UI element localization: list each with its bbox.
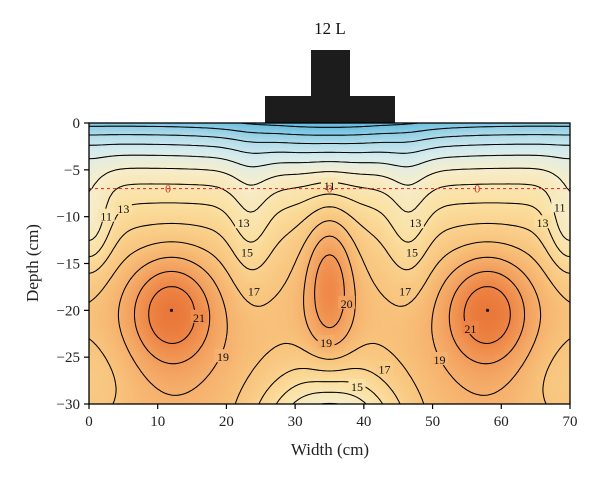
contour-label: 13 [537,216,549,230]
contour-line [89,167,570,404]
contour-line [89,220,570,404]
peak-marker [169,308,174,312]
contour-label: 11 [324,179,336,193]
contour-label-group: 11 11 13 11 13 13 13 15 15 17 17 20 21 21 19 19 19 17 15 17… [97,177,569,433]
y-tick-label: −10 [57,210,80,226]
contour-label-bg [214,349,232,363]
contour-label: 15 [351,380,363,394]
contour-label-bg [396,283,414,297]
contour-label: 19 [320,336,332,350]
contour-label-bg [321,177,338,191]
reference-label: 0 [474,182,480,196]
contour-line [148,286,511,345]
y-tick-label: −30 [57,397,80,413]
x-tick-label: 70 [563,414,578,430]
x-tick-label: 20 [219,414,234,430]
contour-label: 13 [117,202,129,216]
contour-label: 11 [100,210,112,224]
contour-label-bg [238,244,256,258]
contour-label: 20 [341,297,353,311]
contour-label-bg [235,215,253,229]
contour-label: 11 [554,200,566,214]
contour-label: 21 [193,311,205,325]
contour-label: 13 [324,419,336,433]
y-tick-label: −15 [57,257,80,273]
x-tick-label: 0 [85,414,93,430]
x-axis: 0 10 20 30 40 50 60 70 [85,404,578,430]
y-tick-label: 0 [73,116,81,132]
emitter-base [265,96,395,123]
contour-label-bg [97,208,115,222]
contour-line [117,235,542,396]
contour-line [89,125,570,136]
y-tick-label: −25 [57,350,80,366]
x-axis-title: Width (cm) [291,440,369,459]
contour-label-bg [523,398,541,404]
y-axis: 0 −5 −10 −15 −20 −25 −30 [57,116,89,413]
reference-label: 0 [327,182,333,196]
contour-line [133,254,526,365]
contour-label-bg [245,283,263,297]
contour-label: 17 [378,362,390,376]
contour-label-bg [461,321,479,335]
contour-label: 17 [399,285,411,299]
x-tick-label: 10 [150,414,165,430]
chart-title: 12 L [314,19,346,38]
contour-label: 17 [526,400,538,414]
plot-area: 11 11 13 11 13 13 13 15 15 17 17 20 21 21 19 19 19 17 15 17… [89,123,570,433]
contour-label-bg [551,199,569,213]
contour-label-bg [406,215,424,229]
contour-label-bg [375,361,393,375]
x-tick-label: 50 [425,414,440,430]
contour-label: 15 [406,245,418,259]
contour-line [89,134,570,145]
contour-label-bg [114,201,132,215]
x-tick-label: 60 [494,414,509,430]
contour-label-bg [190,309,208,323]
contour-label: 17 [248,285,260,299]
contour-label-bg [321,418,338,431]
contour-label: 13 [238,216,250,230]
contour-line [89,181,570,404]
reference-label-group: 0 0 0 [165,182,480,196]
reference-label: 0 [165,182,171,196]
contour-line [89,206,570,404]
contour-line [89,154,570,168]
contour-label-bg [403,244,421,258]
contour-line [89,143,570,154]
contour-line [89,193,570,404]
x-tick-label: 30 [288,414,303,430]
contour-label: 13 [409,216,421,230]
contour-label: 19 [217,350,229,364]
contour-label-bg [430,351,448,365]
contour-label-bg [348,379,366,393]
contour-label: 15 [241,245,253,259]
peak-marker [485,308,490,312]
x-tick-label: 40 [356,414,371,430]
heatmap-raster [89,123,570,404]
y-axis-title: Depth (cm) [23,224,42,302]
contour-label: 21 [464,322,476,336]
emitter-icon [265,50,395,123]
y-tick-label: −20 [57,303,80,319]
contour-label-bg [338,295,356,309]
contour-label-bg [317,335,335,349]
y-tick-label: −5 [64,163,80,179]
contour-label-bg [534,215,552,229]
contour-lines [89,123,570,404]
contour-label: 19 [433,353,445,367]
